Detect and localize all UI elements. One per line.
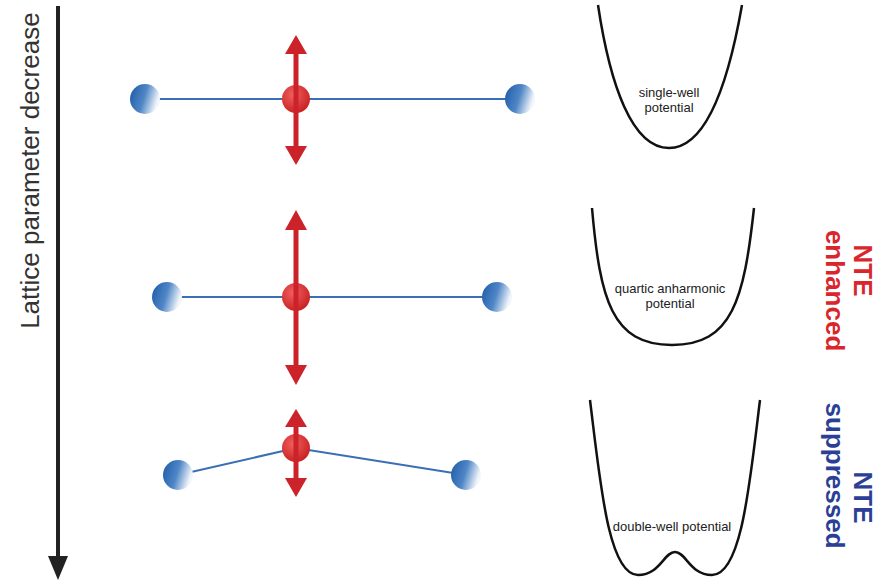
arrow-head: [285, 35, 307, 54]
effect-label: suppressed: [818, 402, 849, 548]
arrow-head: [285, 146, 307, 165]
arrow-head: [285, 210, 307, 230]
direction-arrow: [56, 6, 60, 560]
quartic-curve: [592, 208, 754, 345]
outer-atom: [130, 84, 160, 114]
potential-label: quartic anharmonic potential: [605, 281, 735, 312]
outer-atom: [451, 460, 481, 490]
arrow-head: [285, 478, 307, 497]
single-well-curve: [598, 5, 742, 148]
arrow-head: [285, 409, 307, 427]
effect-label: enhanced: [819, 229, 850, 350]
arrow-head: [48, 556, 68, 580]
vibration-arrow: [294, 228, 299, 367]
potential-label: double-well potential: [592, 519, 752, 535]
potential-label: single-well potential: [624, 85, 714, 116]
outer-atom: [163, 460, 193, 490]
effect-label: NTE: [846, 471, 877, 523]
double-well-curve: [590, 400, 760, 575]
axis-label: Lattice parameter decrease: [14, 12, 45, 329]
bond-line: [178, 448, 466, 475]
bond-line: [145, 98, 520, 100]
effect-label: NTE: [846, 244, 877, 296]
outer-atom: [505, 84, 535, 114]
outer-atom: [152, 282, 182, 312]
outer-atom: [482, 282, 512, 312]
bond-line: [167, 296, 497, 298]
arrow-head: [285, 365, 307, 385]
vibration-arrow: [294, 52, 299, 148]
vibration-arrow: [294, 425, 299, 480]
